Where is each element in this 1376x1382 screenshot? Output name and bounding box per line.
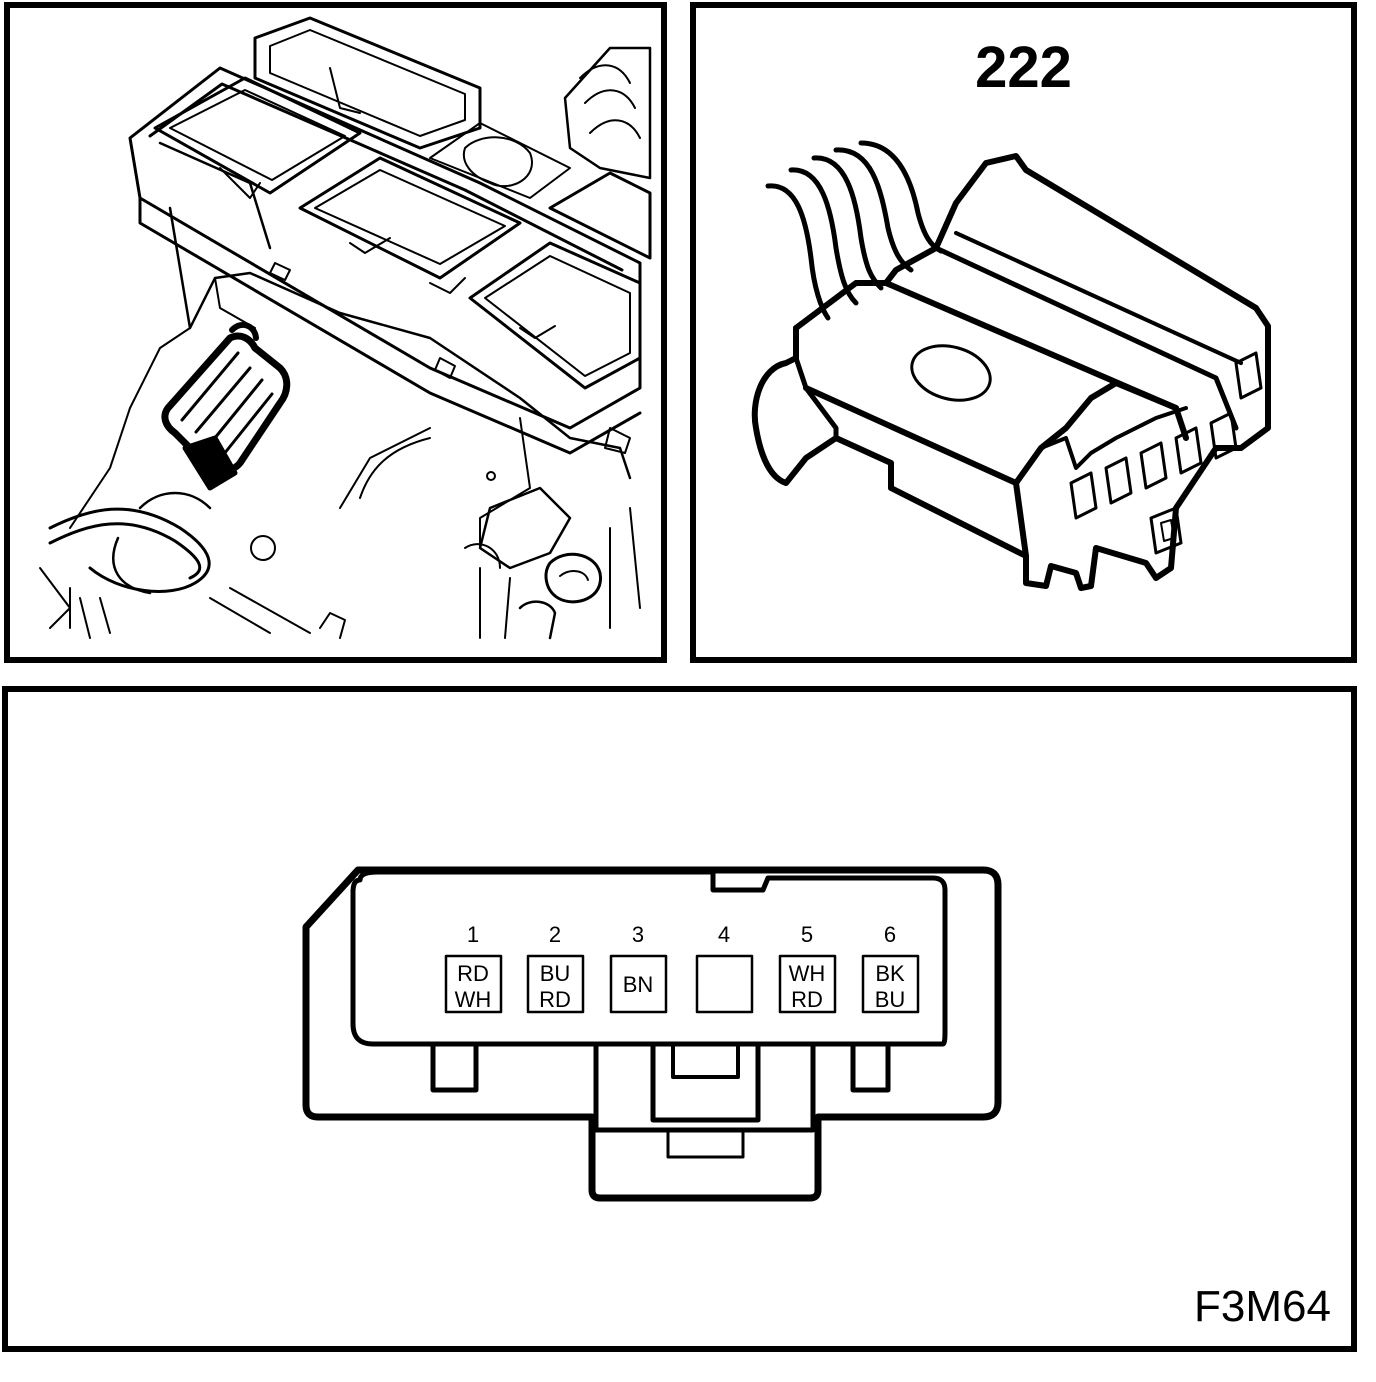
pin-5-number: 5 [801,922,813,947]
connector-isometric-drawing [751,140,1271,591]
connector-number: 222 [975,35,1072,100]
pin-6-wire-color: BK [875,961,905,986]
pin-6-wire-stripe: BU [875,987,906,1012]
pin-1-cavity [444,954,503,1014]
pin-2-wire-stripe: RD [539,987,571,1012]
pin-6-number: 6 [884,922,896,947]
heater-housing-drawing [39,16,652,640]
pin-4-cavity [695,954,754,1014]
pin-1-wire-color: RD [457,961,489,986]
pin-5-wire-color: WH [789,961,826,986]
pin-2-cavity [526,954,585,1014]
pin-5-cavity [778,954,837,1014]
pinout-panel: 1 2 3 4 5 6 RD WH BU RD BN WH RD BK BU F… [2,686,1357,1352]
pin-1-number: 1 [467,922,479,947]
pin-2-wire-color: BU [540,961,571,986]
pin-2-number: 2 [549,922,561,947]
pin-1-wire-stripe: WH [455,987,492,1012]
pin-5-wire-stripe: RD [791,987,823,1012]
location-view-panel [4,2,667,663]
pin-6-cavity [861,954,920,1014]
connector-view-panel: 222 [690,2,1357,663]
pin-3-number: 3 [632,922,644,947]
figure-code: F3M64 [1194,1282,1331,1331]
connector-face-drawing: 1 2 3 4 5 6 RD WH BU RD BN WH RD BK BU [302,866,1002,1202]
pin-3-cavity [609,954,668,1014]
pin-3-wire-color: BN [623,972,654,997]
pin-4-number: 4 [718,922,730,947]
